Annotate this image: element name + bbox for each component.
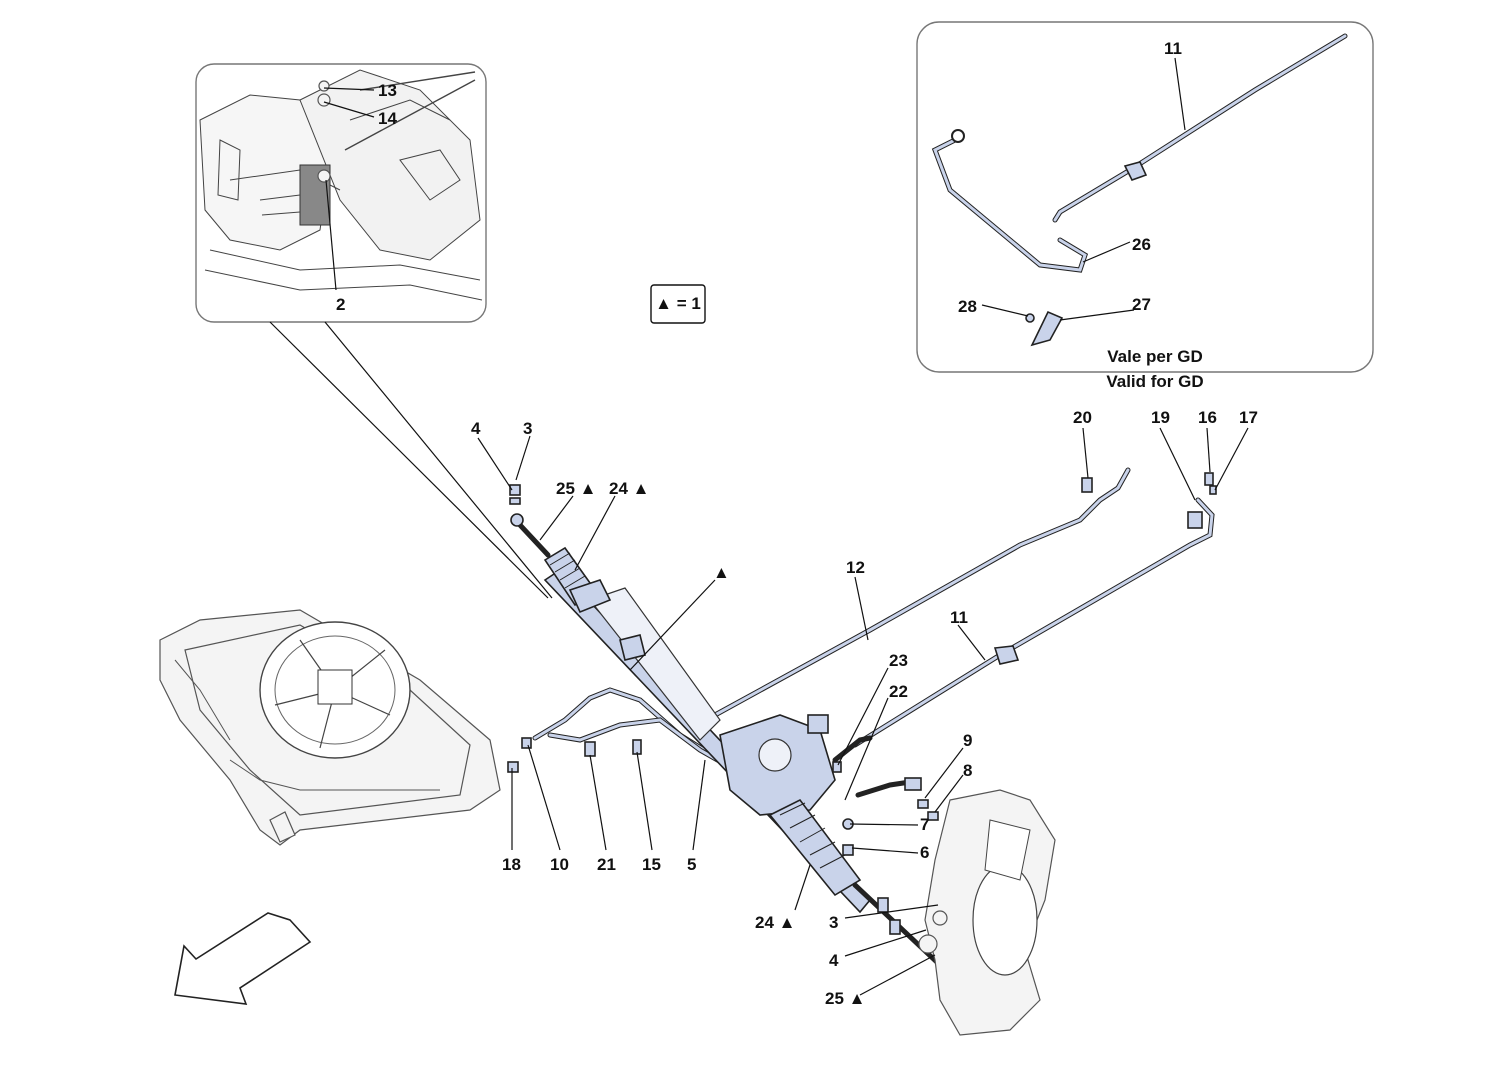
callout-23: 23 (889, 651, 908, 670)
callout-9: 9 (963, 731, 972, 750)
callout-22: 22 (889, 682, 908, 701)
long-pipes (712, 467, 1217, 748)
projection-line-1 (269, 321, 549, 599)
callout-4-bottom: 4 (829, 951, 839, 970)
callout-3-top: 3 (523, 419, 532, 438)
callout-25-top: 25 ▲ (556, 479, 596, 498)
leader-lines (477, 427, 1249, 996)
callout-28: 28 (958, 297, 977, 316)
gd-inset-frame (916, 21, 1374, 373)
callout-6: 6 (920, 843, 929, 862)
gd-inset: 11 26 27 28 Vale per GD Valid for GD (916, 21, 1374, 391)
callout-13: 13 (378, 81, 397, 100)
direction-arrow (174, 912, 312, 1005)
callout-19: 19 (1151, 408, 1170, 427)
hub-carrier (918, 789, 1056, 1036)
callout-7: 7 (920, 815, 929, 834)
callout-24-top: 24 ▲ (609, 479, 649, 498)
inset-bolt (317, 169, 331, 183)
inset-washer (317, 93, 331, 107)
callout-26: 26 (1132, 235, 1151, 254)
callout-14: 14 (378, 109, 397, 128)
callout-20: 20 (1073, 408, 1092, 427)
callout-2: 2 (336, 295, 345, 314)
gd-note-it: Vale per GD (1107, 347, 1202, 366)
callout-15: 15 (642, 855, 661, 874)
callout-27: 27 (1132, 295, 1151, 314)
callout-11-inset: 11 (1164, 39, 1182, 58)
gd-note-en: Valid for GD (1106, 372, 1203, 391)
legend-box: ▲ = 1 (650, 284, 706, 324)
callout-12: 12 (846, 558, 865, 577)
callout-17: 17 (1239, 408, 1258, 427)
return-hoses (507, 687, 738, 773)
callout-4-top: 4 (471, 419, 481, 438)
callout-labels: 4 3 25 ▲ 24 ▲ ▲ 12 11 20 19 16 17 23 22 … (471, 408, 1258, 1008)
callout-18: 18 (502, 855, 521, 874)
inset-nut (318, 80, 330, 92)
callout-3-bottom: 3 (829, 913, 838, 932)
steering-rack (509, 484, 943, 968)
callout-5: 5 (687, 855, 696, 874)
callout-10: 10 (550, 855, 569, 874)
callout-11-main: 11 (950, 608, 968, 627)
legend-text: ▲ = 1 (655, 294, 701, 313)
callout-25-bottom: 25 ▲ (825, 989, 865, 1008)
callout-rack-triangle: ▲ (713, 563, 730, 582)
callout-21: 21 (597, 855, 616, 874)
callout-24-bottom: 24 ▲ (755, 913, 795, 932)
detail-inset-left: 13 14 2 (195, 63, 487, 323)
projection-line-2 (324, 321, 553, 599)
inset-structure-drawing (199, 69, 483, 301)
callout-8: 8 (963, 761, 972, 780)
radiator-fan-assembly (159, 609, 501, 846)
callout-16: 16 (1198, 408, 1217, 427)
